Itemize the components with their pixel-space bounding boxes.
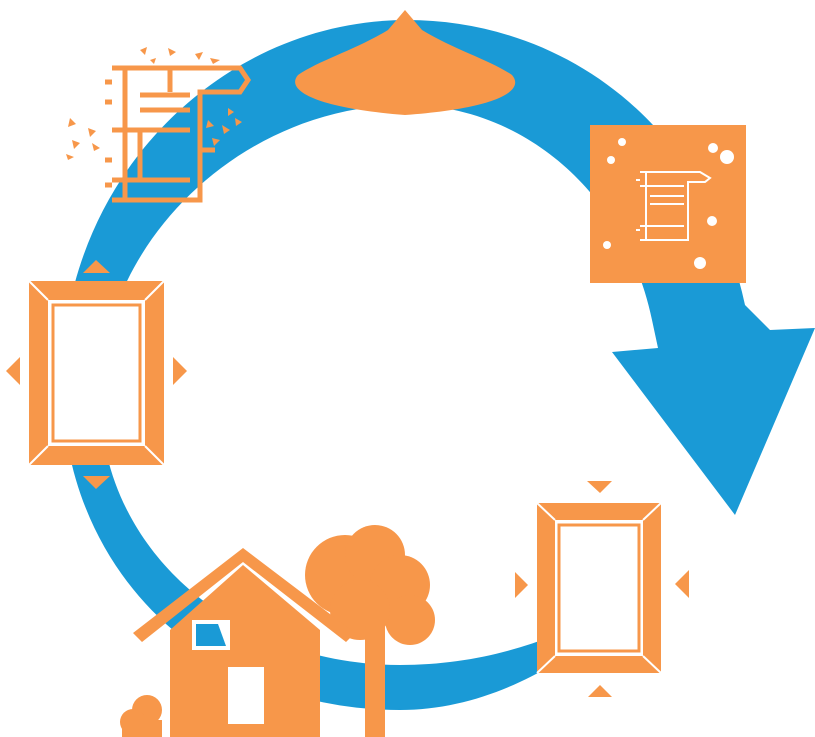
arrow-up-icon	[83, 260, 110, 273]
arrow-down-icon	[587, 481, 612, 493]
arrow-left-icon	[6, 357, 20, 385]
shredded-pvc-profile-icon	[66, 47, 252, 203]
lamp-icon	[295, 10, 516, 115]
arrow-down-icon	[83, 476, 110, 489]
arrow-right-icon	[173, 357, 187, 385]
arrow-up-icon	[588, 685, 612, 697]
house-with-tree-icon	[120, 525, 435, 737]
window-frame-icon	[6, 260, 187, 489]
arrow-left-icon	[675, 570, 689, 598]
arrow-right-icon	[515, 572, 528, 598]
pvc-profile-block-icon	[590, 125, 746, 283]
window-frame-icon	[515, 481, 689, 697]
tree-icon	[305, 525, 435, 737]
